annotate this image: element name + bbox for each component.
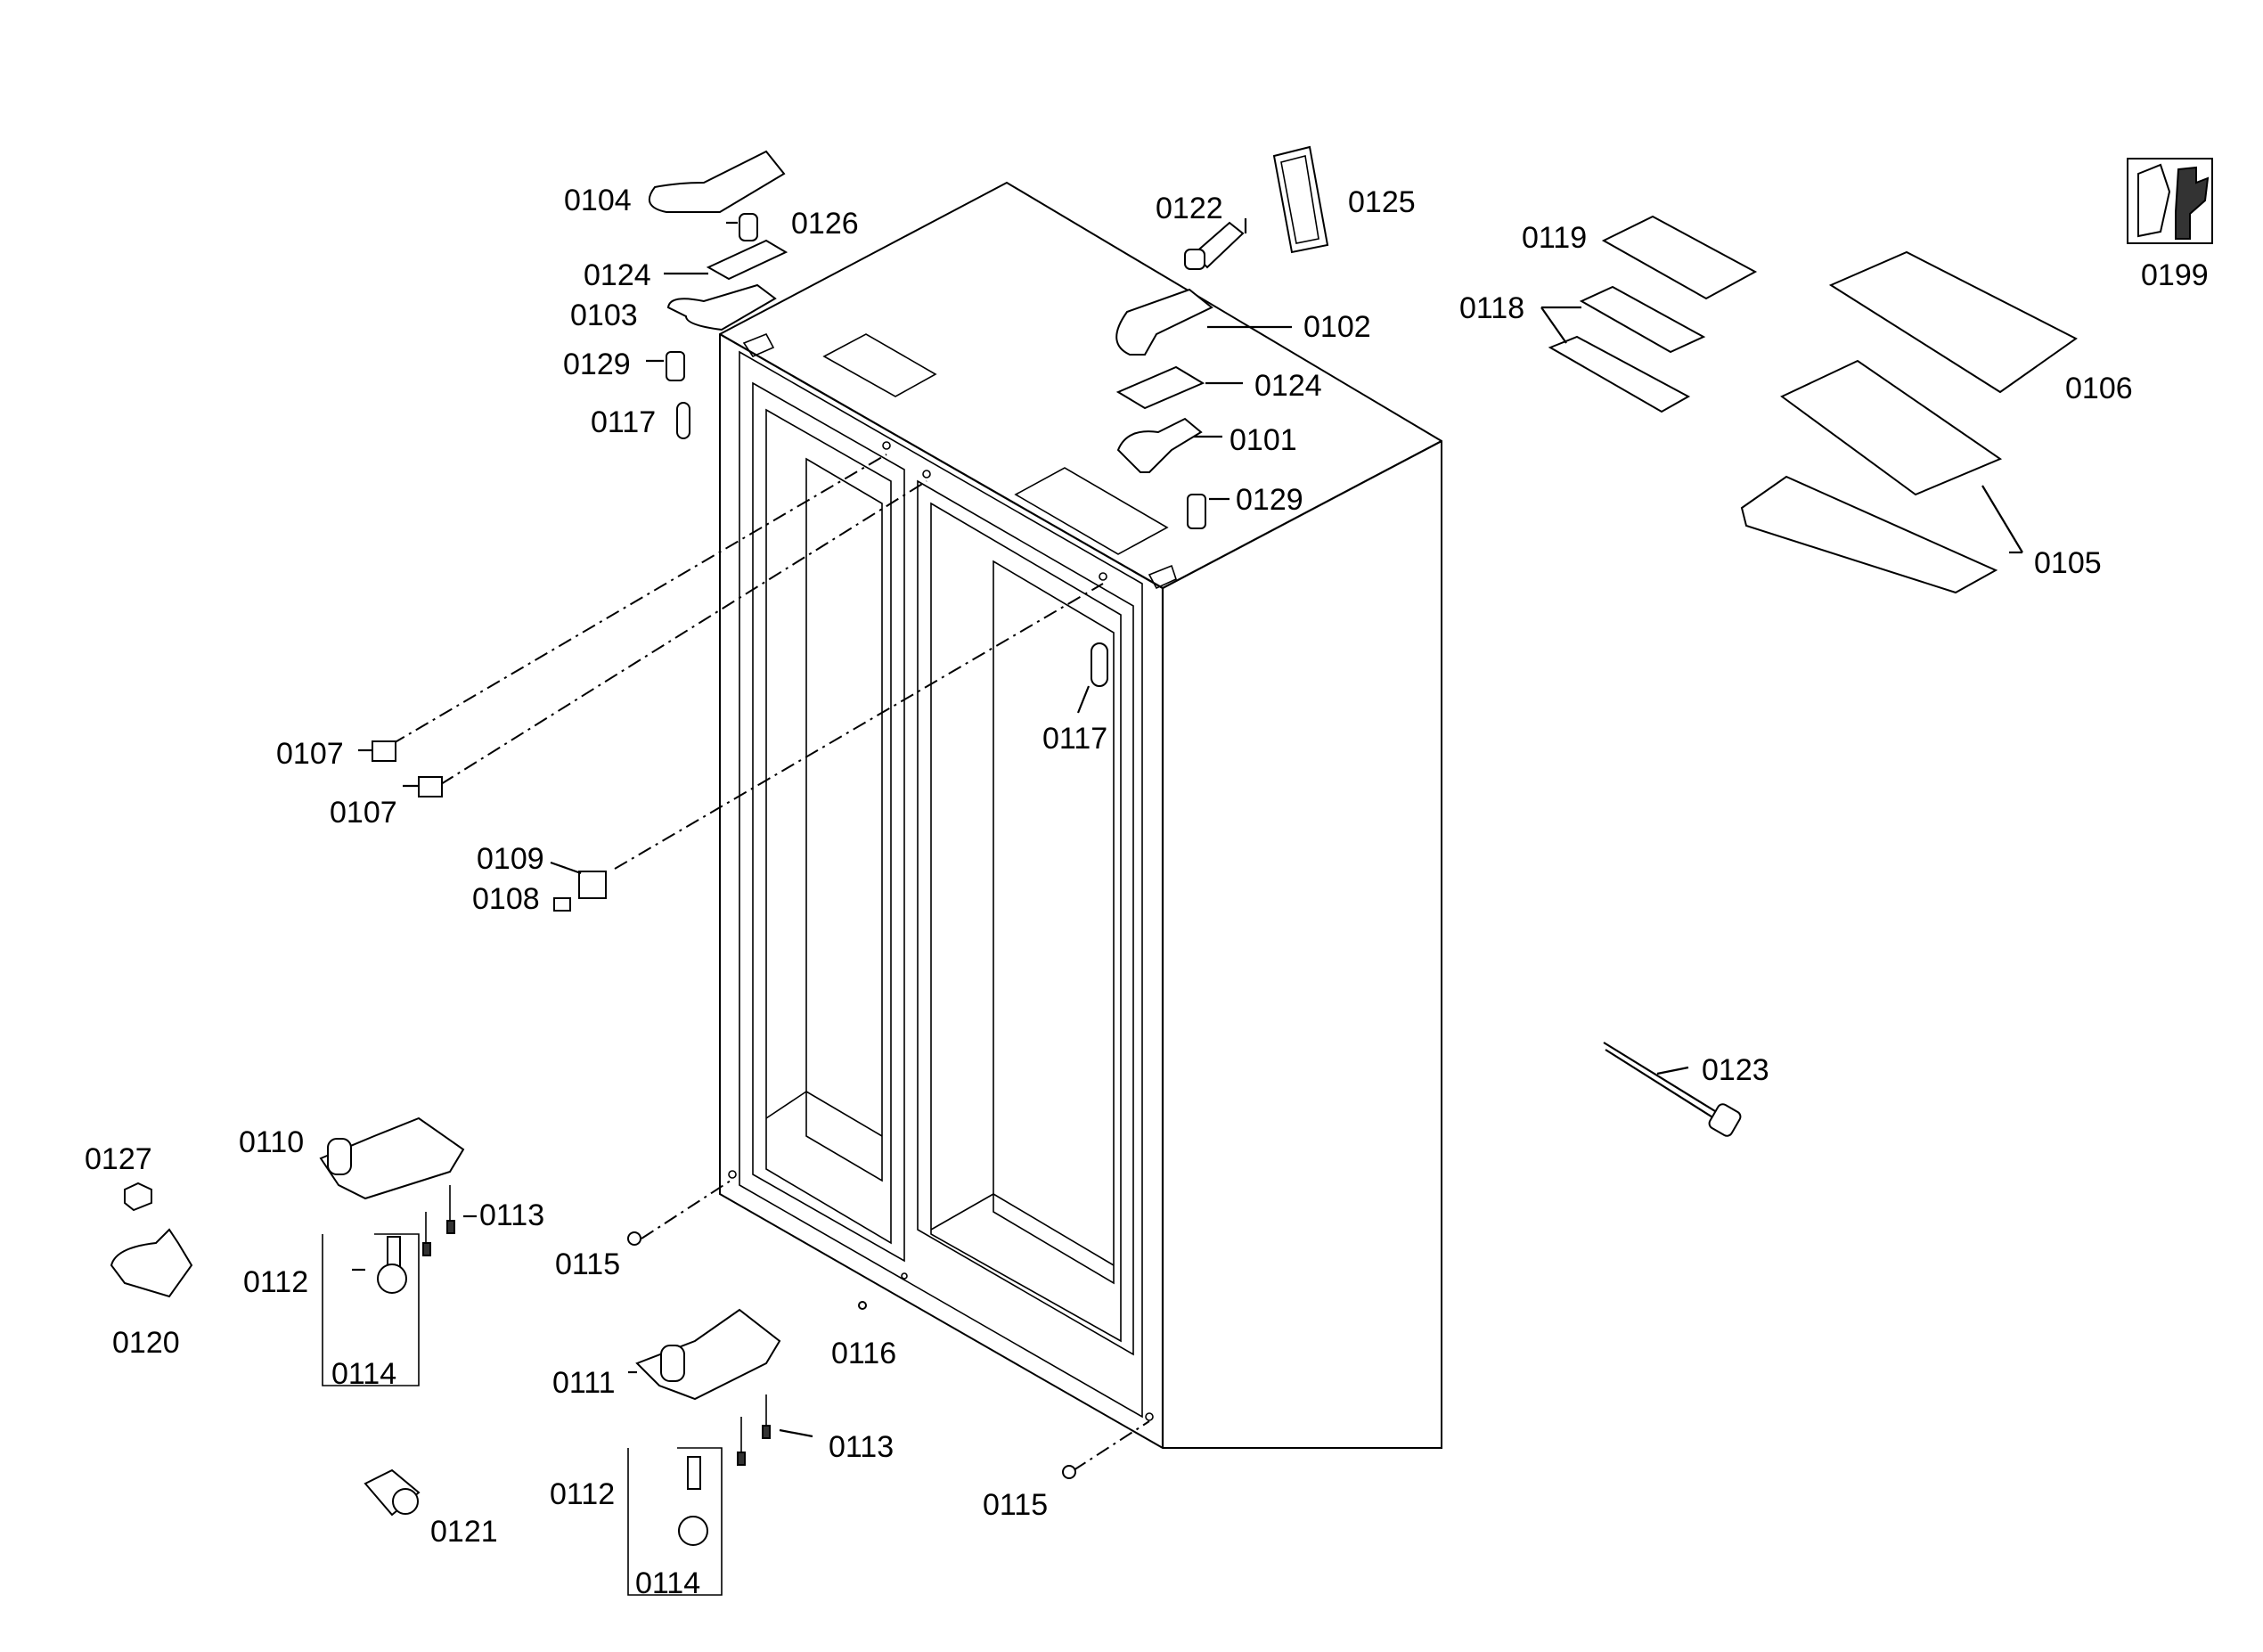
label-0114-b: 0114 bbox=[635, 1566, 700, 1600]
label-0113-b: 0113 bbox=[829, 1430, 894, 1464]
hinge-0101 bbox=[1116, 417, 1203, 473]
cover-0106 bbox=[1828, 250, 2078, 394]
assembly-lines bbox=[391, 454, 1150, 1471]
plug-0116 bbox=[858, 1301, 867, 1310]
label-0102: 0102 bbox=[1303, 310, 1371, 344]
label-0101: 0101 bbox=[1230, 423, 1297, 457]
switch-0107-a bbox=[372, 740, 396, 762]
hinge-cover-0104 bbox=[648, 150, 786, 213]
label-0119: 0119 bbox=[1522, 221, 1587, 255]
label-0115-b: 0115 bbox=[983, 1488, 1048, 1522]
bushing-0129-lower bbox=[1187, 494, 1206, 529]
label-0107-a: 0107 bbox=[276, 737, 344, 771]
refrigerator-cabinet bbox=[719, 181, 1442, 1449]
bracket-0120 bbox=[110, 1228, 193, 1298]
switch-parts bbox=[358, 642, 1108, 912]
label-0123: 0123 bbox=[1702, 1053, 1769, 1087]
upper-hinge-left-group bbox=[646, 150, 788, 439]
label-0115-a: 0115 bbox=[555, 1247, 620, 1281]
label-0124-b: 0124 bbox=[1254, 369, 1322, 403]
board-0118 bbox=[1579, 285, 1706, 354]
stop-0117-lower bbox=[1091, 642, 1108, 687]
label-0126: 0126 bbox=[791, 207, 859, 241]
spacer-0108 bbox=[553, 897, 571, 912]
label-0127: 0127 bbox=[85, 1142, 152, 1176]
cover-0119 bbox=[1601, 215, 1758, 300]
label-0125: 0125 bbox=[1348, 185, 1416, 219]
lower-left-hinge-group bbox=[110, 1116, 477, 1517]
label-0104: 0104 bbox=[564, 184, 632, 217]
wrench-nut-icon bbox=[2127, 158, 2213, 244]
label-0112-b: 0112 bbox=[550, 1477, 615, 1511]
nut-0114-a bbox=[377, 1264, 407, 1294]
label-0113-a: 0113 bbox=[479, 1198, 544, 1232]
label-0199: 0199 bbox=[2141, 258, 2209, 292]
label-0129-a: 0129 bbox=[563, 348, 631, 381]
label-0116: 0116 bbox=[831, 1337, 896, 1370]
label-0107-b: 0107 bbox=[330, 796, 397, 830]
label-0108: 0108 bbox=[472, 882, 540, 916]
housing-0118 bbox=[1548, 335, 1691, 413]
leveler-0112-b bbox=[687, 1456, 701, 1490]
plug-0115-a bbox=[627, 1231, 641, 1246]
label-0120: 0120 bbox=[112, 1326, 180, 1360]
electronics-group bbox=[1540, 215, 2078, 594]
lower-right-hinge-group bbox=[627, 1231, 1076, 1596]
shim-0124-upper bbox=[706, 239, 788, 281]
label-0109: 0109 bbox=[477, 842, 544, 876]
bushing-0126 bbox=[739, 213, 758, 241]
label-0117-b: 0117 bbox=[1042, 722, 1107, 756]
bushing-0129-upper bbox=[666, 351, 685, 381]
foot-0127 bbox=[124, 1182, 152, 1212]
label-0117-a: 0117 bbox=[591, 405, 656, 439]
plug-0115-b bbox=[1062, 1465, 1076, 1479]
label-0118: 0118 bbox=[1459, 291, 1524, 325]
nut-0114-b bbox=[678, 1516, 708, 1546]
stop-0117-upper bbox=[676, 402, 690, 439]
gasket-0125 bbox=[1272, 145, 1329, 254]
label-0103: 0103 bbox=[570, 299, 638, 332]
label-0106: 0106 bbox=[2065, 372, 2133, 405]
board-0105 bbox=[1780, 359, 2003, 496]
label-0111: 0111 bbox=[552, 1366, 616, 1400]
label-0114-a: 0114 bbox=[331, 1357, 396, 1391]
hinge-0103 bbox=[666, 283, 777, 331]
switch-0109 bbox=[578, 871, 607, 899]
label-0129-b: 0129 bbox=[1236, 483, 1303, 517]
label-0122: 0122 bbox=[1156, 192, 1223, 225]
switch-0107-b bbox=[418, 776, 443, 797]
label-0112-a: 0112 bbox=[243, 1265, 308, 1299]
shim-0124-lower bbox=[1115, 365, 1205, 410]
water-tube-0123 bbox=[1603, 1042, 1742, 1137]
part-labels: 0104 0126 0124 0103 0129 0117 0122 0125 … bbox=[85, 184, 2209, 1600]
label-0121: 0121 bbox=[430, 1515, 498, 1549]
hinge-0111 bbox=[635, 1308, 781, 1401]
hinge-cover-0102 bbox=[1115, 288, 1213, 356]
label-0110: 0110 bbox=[239, 1125, 304, 1159]
label-0105: 0105 bbox=[2034, 546, 2102, 580]
housing-0105 bbox=[1740, 475, 1998, 594]
label-0124-a: 0124 bbox=[584, 258, 651, 292]
hinge-0110 bbox=[319, 1116, 465, 1200]
upper-hinge-right-group bbox=[1115, 145, 1329, 529]
